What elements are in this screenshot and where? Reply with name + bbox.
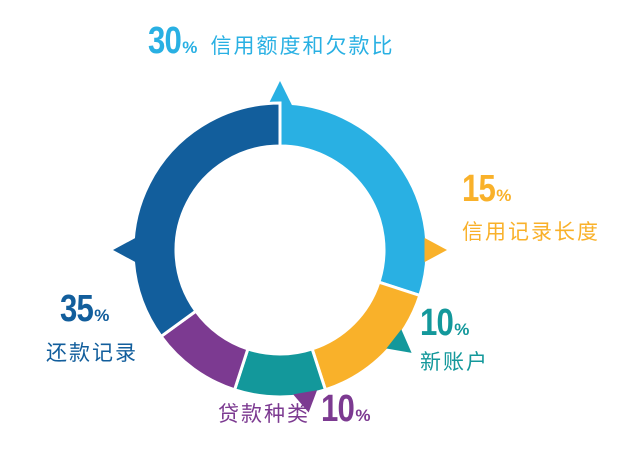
slice-value: 10 — [321, 388, 355, 430]
label-loan-types: 贷款种类 10% — [218, 390, 371, 428]
slice-label: 贷款种类 — [218, 402, 310, 426]
donut-slice — [131, 101, 282, 339]
callout-pointer — [293, 390, 318, 413]
label-payment-history: 35% — [60, 290, 109, 328]
donut-slice — [278, 101, 429, 298]
slice-value: 35 — [60, 288, 94, 330]
label-credit-length: 15% — [462, 170, 511, 208]
slice-unit: % — [355, 406, 371, 425]
slice-value: 10 — [420, 302, 454, 344]
slice-label: 新账户 — [420, 350, 489, 374]
slice-unit: % — [454, 320, 470, 339]
slice-label: 信用记录长度 — [462, 220, 600, 244]
label-new-accounts: 10% — [420, 304, 469, 342]
slice-unit: % — [182, 38, 198, 57]
slice-label: 信用额度和欠款比 — [210, 34, 395, 58]
callout-pointer — [113, 237, 136, 263]
slice-unit: % — [94, 306, 110, 325]
slice-value: 30 — [148, 20, 182, 62]
callout-pointer — [424, 237, 447, 263]
slice-value: 15 — [462, 168, 496, 210]
slice-label: 还款记录 — [46, 341, 138, 365]
slice-unit: % — [496, 186, 512, 205]
label-credit-utilization: 30% 信用额度和欠款比 — [148, 22, 395, 60]
callout-pointer — [267, 81, 293, 106]
callout-pointer — [386, 329, 412, 353]
